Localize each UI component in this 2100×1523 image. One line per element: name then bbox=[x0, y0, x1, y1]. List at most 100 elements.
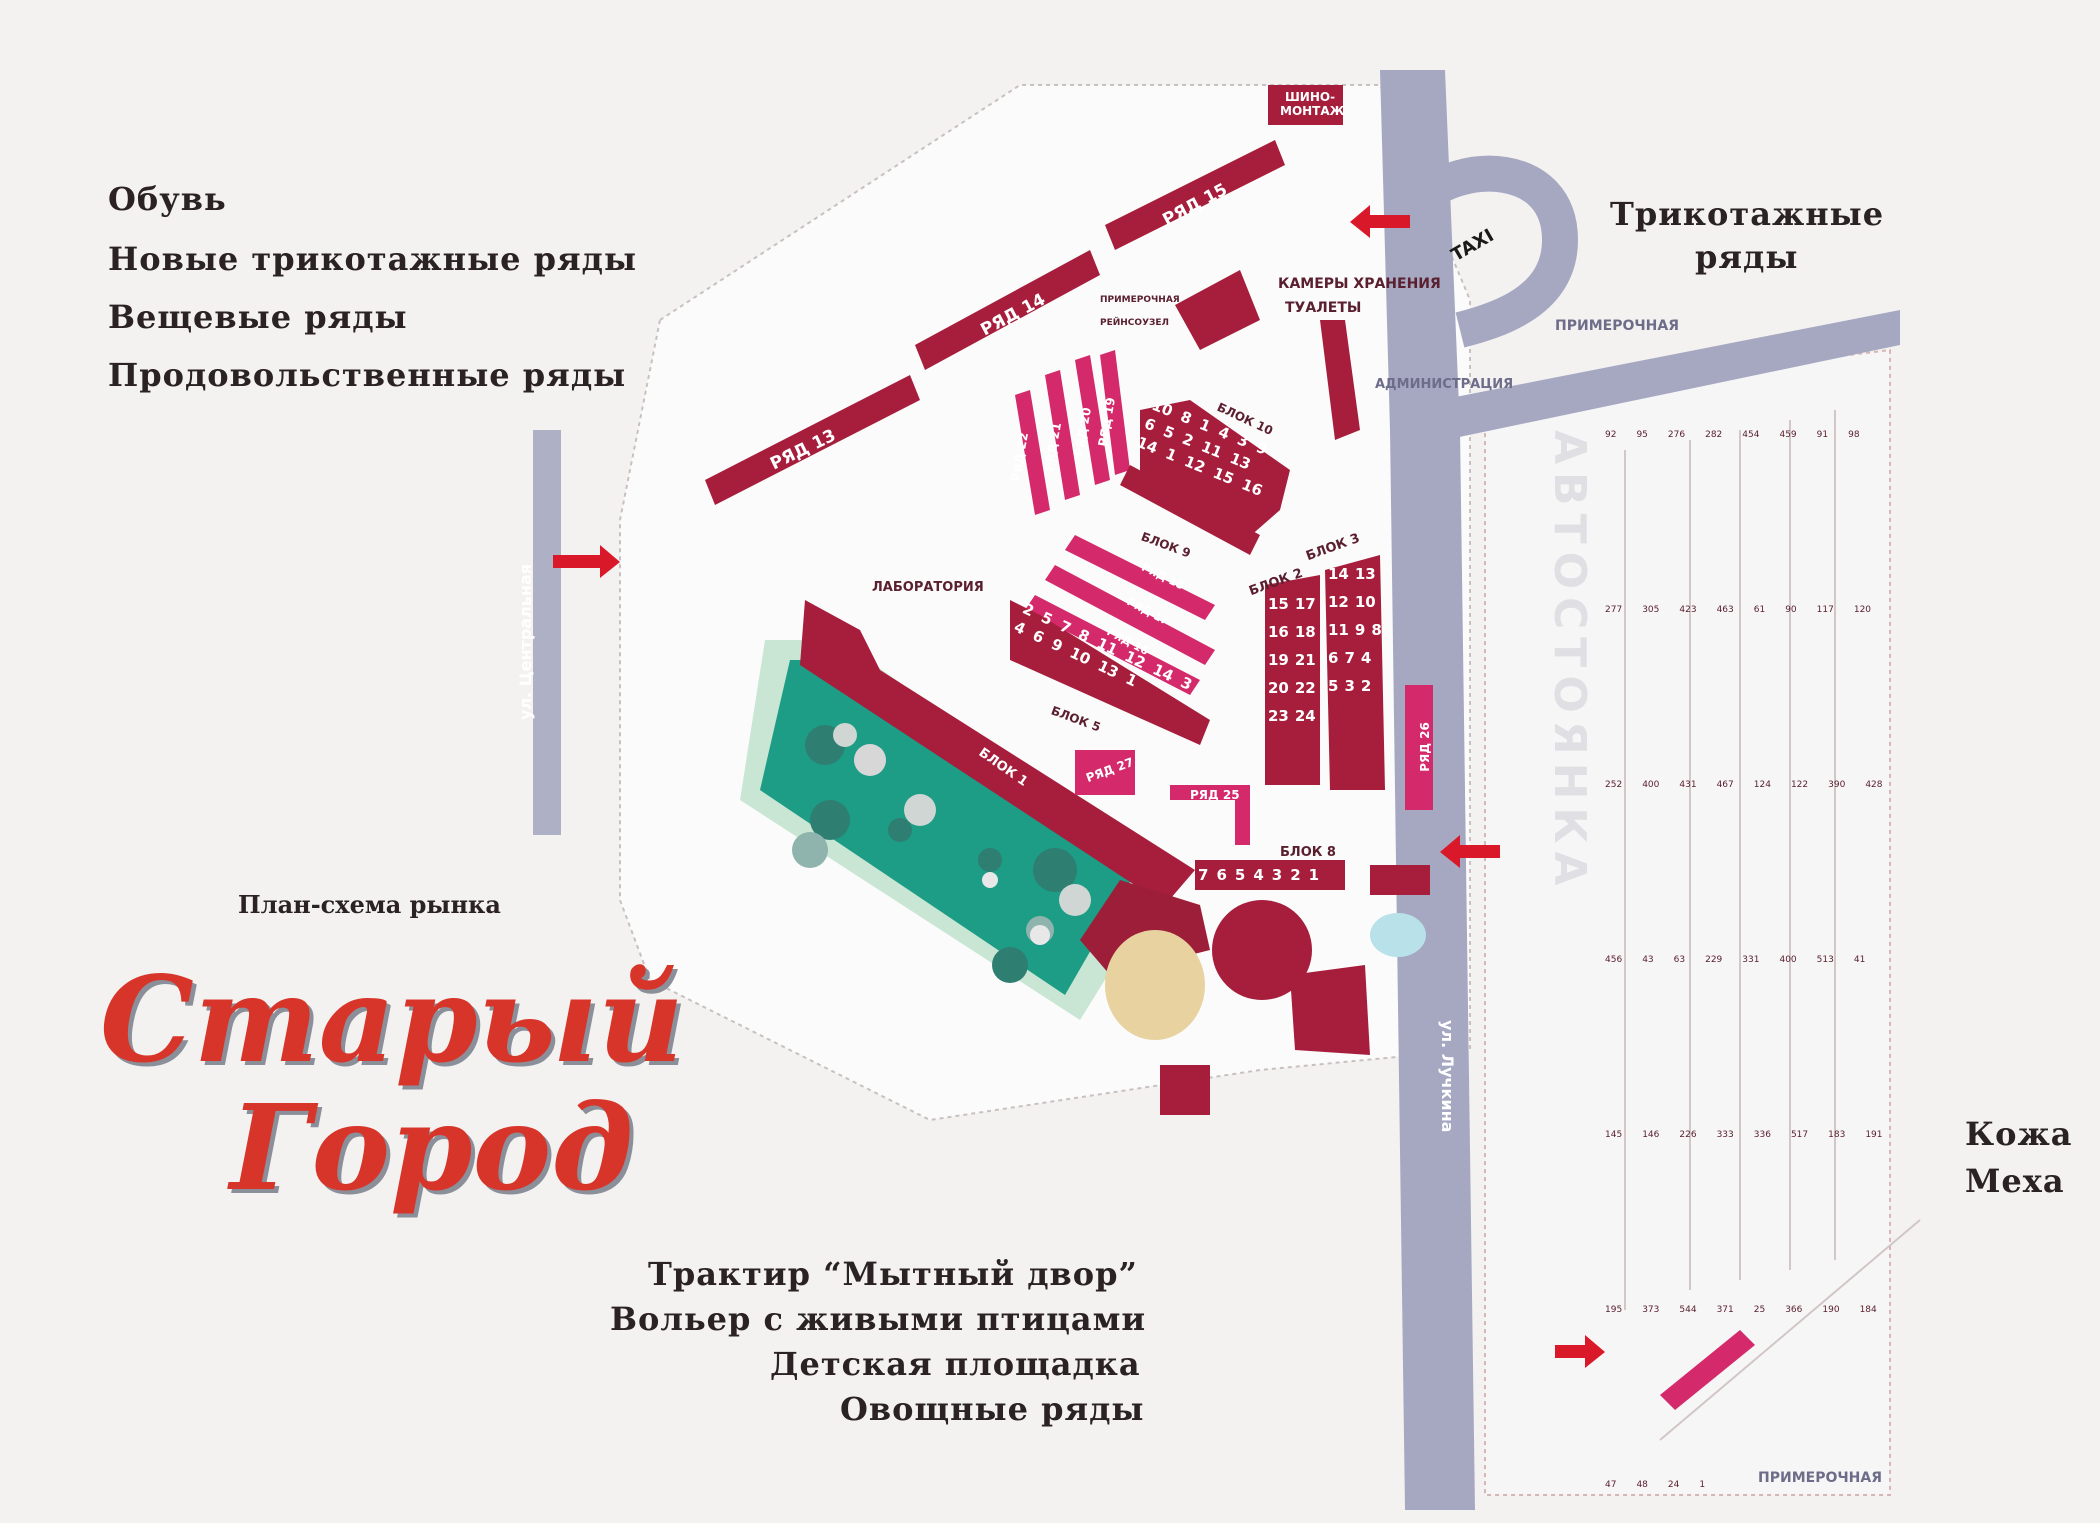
park-inner bbox=[760, 660, 1140, 995]
stall-number: 1 bbox=[1122, 669, 1140, 691]
stall-number: 191 bbox=[1865, 1130, 1883, 1140]
fitting-small-label: ПРИМЕРОЧНАЯ bbox=[1100, 295, 1180, 305]
stall-number: 513 bbox=[1816, 955, 1834, 965]
stall-number: 459 bbox=[1779, 430, 1797, 440]
legend-vegetables: Овощные ряды bbox=[840, 1390, 1145, 1428]
storage-label: КАМЕРЫ ХРАНЕНИЯ bbox=[1278, 276, 1441, 292]
row-26 bbox=[1405, 685, 1433, 810]
legend-clothes: Вещевые ряды bbox=[108, 298, 408, 336]
tire-label: ШИНО- МОНТАЖ bbox=[1280, 90, 1345, 118]
stall-number: 19 bbox=[1268, 651, 1289, 669]
block-2 bbox=[1265, 575, 1320, 785]
block-10 bbox=[1140, 400, 1290, 545]
row-20 bbox=[1075, 355, 1110, 485]
stall-number: 23 bbox=[1268, 707, 1289, 725]
block-3 bbox=[1325, 555, 1385, 790]
stall-number: 122 bbox=[1790, 780, 1809, 790]
restroom-small-label: РЕЙНСОУЗЕЛ bbox=[1100, 318, 1170, 328]
stall-number: 8 bbox=[1075, 625, 1093, 647]
central-street bbox=[533, 430, 561, 835]
row-22 bbox=[1015, 390, 1050, 515]
stall-number: 8 bbox=[1177, 407, 1195, 429]
stall-number: 1 bbox=[1308, 866, 1320, 884]
row-15 bbox=[1105, 140, 1285, 250]
row-16 bbox=[1025, 595, 1200, 695]
parking-road bbox=[1440, 310, 1900, 440]
title-line1: Старый bbox=[100, 950, 684, 1089]
stall-number: 24 bbox=[1667, 1480, 1680, 1490]
legend-knitwear-1: Трикотажные bbox=[1610, 195, 1885, 233]
stall-number: 305 bbox=[1642, 605, 1660, 615]
row-25 bbox=[1170, 785, 1250, 845]
block-1 bbox=[800, 600, 1195, 905]
stall-number: 7 bbox=[1344, 649, 1355, 667]
stall-number: 90 bbox=[1785, 605, 1797, 615]
pond bbox=[1370, 913, 1426, 957]
stall-number: 226 bbox=[1679, 1130, 1697, 1140]
stall-number: 9 bbox=[1253, 438, 1271, 459]
stall-number: 20 bbox=[1268, 679, 1289, 697]
legend-leather: Кожа bbox=[1965, 1115, 2073, 1153]
fitting-label-top: ПРИМЕРОЧНАЯ bbox=[1555, 318, 1679, 334]
stall-number: 331 bbox=[1742, 955, 1760, 965]
admin-label: АДМИНИСТРАЦИЯ bbox=[1375, 377, 1514, 392]
stall-number: 41 bbox=[1853, 955, 1866, 965]
stall-number: 92 bbox=[1605, 430, 1617, 440]
tire-building bbox=[1268, 85, 1343, 125]
block-9 bbox=[1120, 465, 1260, 555]
stall-number: 11 bbox=[1328, 621, 1349, 639]
stall-number: 195 bbox=[1605, 1305, 1623, 1315]
stall-number: 276 bbox=[1667, 430, 1686, 440]
stall-number: 423 bbox=[1679, 605, 1697, 615]
stall-number: 13 bbox=[1354, 565, 1376, 583]
stall-number: 6 bbox=[1029, 626, 1047, 648]
stall-number: 7 bbox=[1056, 616, 1074, 638]
admin-building bbox=[1320, 320, 1360, 440]
stall-number: 2 bbox=[1179, 429, 1197, 451]
stall-number: 467 bbox=[1716, 780, 1734, 790]
stall-number: 229 bbox=[1705, 955, 1723, 965]
stall-number: 4 bbox=[1360, 649, 1372, 667]
stall-number: 336 bbox=[1753, 1130, 1771, 1140]
stall-number: 183 bbox=[1828, 1130, 1846, 1140]
row-14 bbox=[915, 250, 1100, 370]
stall-number: 146 bbox=[1642, 1130, 1660, 1140]
stall-number: 431 bbox=[1679, 780, 1697, 790]
stall-number: 366 bbox=[1785, 1305, 1803, 1315]
stall-number: 184 bbox=[1859, 1305, 1877, 1315]
stall-number: 21 bbox=[1294, 651, 1316, 669]
legend-fur: Меха bbox=[1965, 1162, 2065, 1200]
stall-number: 25 bbox=[1753, 1305, 1766, 1315]
luchkina-street-label: ул. Лучкина bbox=[1438, 1020, 1457, 1133]
stall-number: 371 bbox=[1716, 1305, 1734, 1315]
stall-number: 190 bbox=[1822, 1305, 1840, 1315]
row-25-label: РЯД 25 bbox=[1190, 788, 1240, 802]
stall-number: 43 bbox=[1642, 955, 1654, 965]
taxi-loop bbox=[1407, 155, 1579, 348]
stall-number: 400 bbox=[1642, 780, 1660, 790]
stall-number: 4 bbox=[1215, 422, 1233, 444]
stall-number: 400 bbox=[1779, 955, 1797, 965]
block-8-label: БЛОК 8 bbox=[1280, 845, 1336, 860]
stall-number: 10 bbox=[1354, 593, 1376, 611]
row-21 bbox=[1045, 370, 1080, 500]
aviary bbox=[1290, 965, 1370, 1055]
stall-number: 6 bbox=[1328, 649, 1339, 667]
stall-number: 1 bbox=[1196, 415, 1214, 436]
stall-number: 8 bbox=[1371, 621, 1382, 639]
stall-number: 18 bbox=[1294, 623, 1316, 641]
stall-number: 282 bbox=[1705, 430, 1723, 440]
row-27 bbox=[1075, 750, 1135, 795]
stall-number: 24 bbox=[1294, 707, 1316, 725]
trees bbox=[792, 723, 1091, 983]
stall-number: 3 bbox=[1177, 673, 1195, 694]
legend-aviary: Вольер с живыми птицами bbox=[610, 1300, 1147, 1338]
block-8-right bbox=[1370, 865, 1430, 895]
stall-number: 48 bbox=[1636, 1480, 1648, 1490]
parking-label: АВТОСТОЯНКА bbox=[1544, 430, 1595, 894]
stall-number: 3 bbox=[1234, 430, 1252, 452]
legend-shoes: Обувь bbox=[108, 180, 227, 218]
stall-number: 16 bbox=[1268, 623, 1289, 641]
